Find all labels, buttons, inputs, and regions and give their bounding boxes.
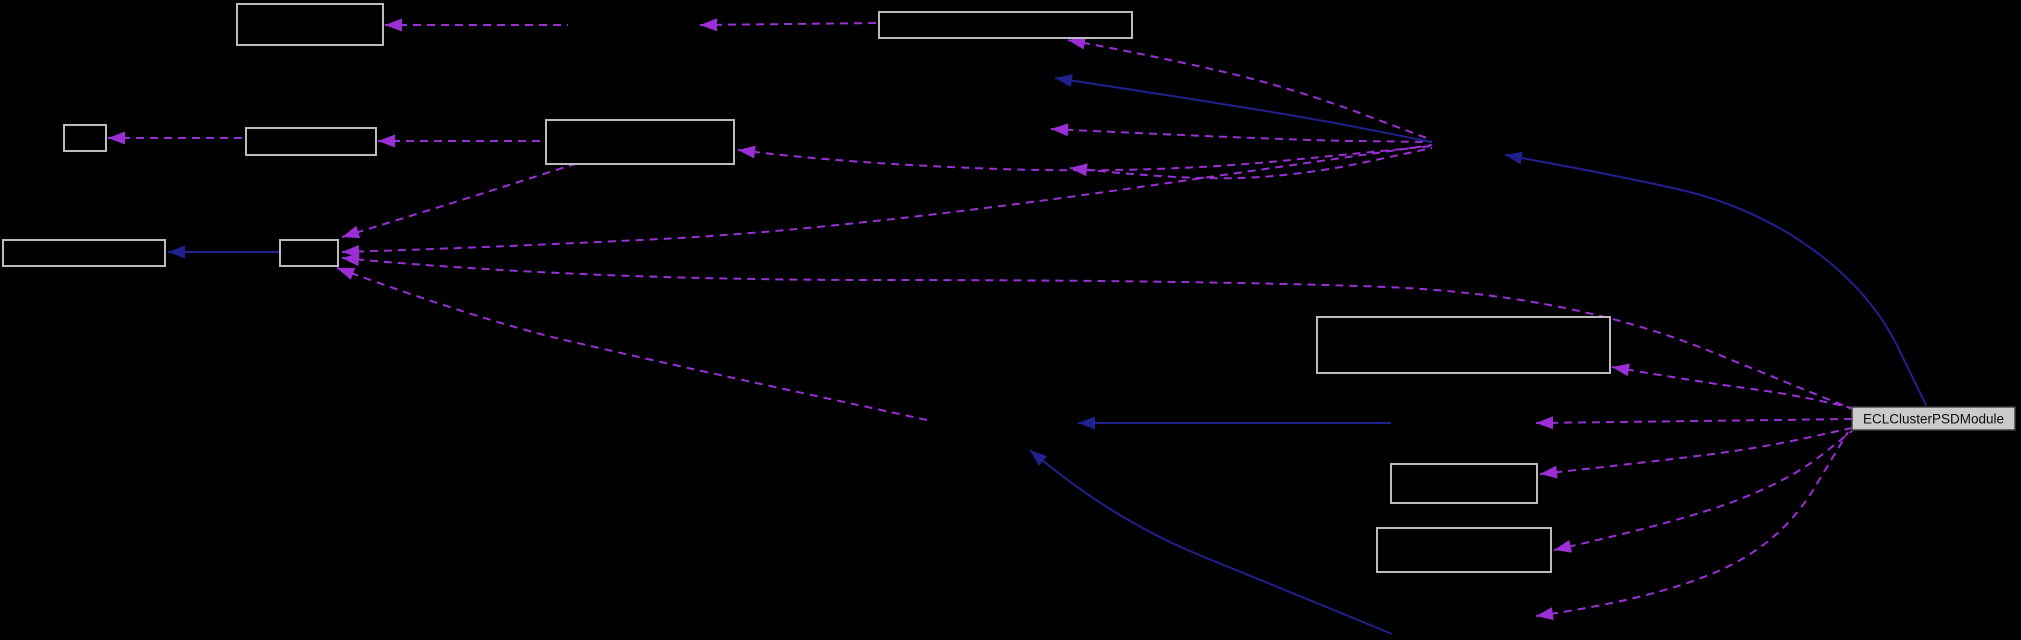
class-node-right-low[interactable] <box>1376 527 1552 573</box>
edge-hub-floating-upper-arrowhead <box>1051 123 1069 137</box>
class-node-right-wide-box[interactable] <box>1316 316 1611 374</box>
edge-from-top-middle-node <box>699 18 880 32</box>
edge-midleft-to-small-arrowhead <box>108 131 125 145</box>
class-node-lower-left[interactable] <box>2 239 166 267</box>
class-node-eclclusterpsdmodule-label: ECLClusterPSDModule <box>1863 411 2004 426</box>
class-node-mid-wide-box[interactable] <box>545 119 735 165</box>
edge-ecl-to-right-wide-arrowhead <box>1612 363 1630 377</box>
edge-midleft-to-small <box>108 131 246 145</box>
class-node-eclclusterpsdmodule-box[interactable] <box>1851 406 2016 431</box>
edge-middle-blue-floating <box>1078 416 1391 430</box>
edge-bottom-blue-curve-arrowhead <box>1030 450 1048 466</box>
class-node-mid-left[interactable] <box>245 127 377 156</box>
edge-midwide-to-midleft <box>378 134 546 148</box>
class-node-eclclusterpsdmodule[interactable]: ECLClusterPSDModule <box>1851 406 2016 431</box>
edge-ecl-to-lowersmall-arrowhead <box>342 253 360 267</box>
class-node-mid-left-box[interactable] <box>245 127 377 156</box>
class-node-lower-left-box[interactable] <box>2 239 166 267</box>
edge-hidden-to-lowersmall-arrowhead <box>337 267 356 280</box>
edge-lowersmall-to-lowerleft-arrowhead <box>168 245 185 259</box>
class-node-top-left[interactable] <box>236 3 384 46</box>
edge-hub-to-midwide <box>737 145 1433 172</box>
edge-ecl-bottom-sweep <box>1535 431 1849 621</box>
edge-hub-blue-floating <box>1054 74 1433 143</box>
class-node-lower-small[interactable] <box>279 239 339 267</box>
class-node-right-low-box[interactable] <box>1376 527 1552 573</box>
edge-ecl-to-right-wide <box>1611 363 1853 409</box>
edge-hub-to-lowersmall <box>341 144 1433 259</box>
edge-hidden-to-lowersmall <box>336 267 928 421</box>
edge-ecl-to-lowersmall <box>341 253 1853 410</box>
class-node-right-wide[interactable] <box>1316 316 1611 374</box>
class-node-top-middle-box[interactable] <box>878 11 1133 39</box>
edge-to-top-left-node <box>385 18 568 32</box>
edge-ecl-big-arc-to-hub <box>1504 151 1927 406</box>
class-node-top-middle[interactable] <box>878 11 1133 39</box>
edge-middle-blue-floating-arrowhead <box>1078 416 1095 430</box>
edge-hub-to-top-middle <box>1067 36 1433 141</box>
class-node-lower-small-box[interactable] <box>279 239 339 267</box>
class-node-small-left[interactable] <box>63 124 107 152</box>
edge-ecl-to-right-mid-arrowhead <box>1540 465 1558 479</box>
edge-hub-floating-upper <box>1050 123 1433 143</box>
edge-bottom-blue-curve <box>1029 449 1393 635</box>
edge-midwide-to-lowersmall-arrowhead <box>342 225 361 239</box>
edge-ecl-to-right-mid <box>1539 427 1853 479</box>
class-node-small-left-box[interactable] <box>63 124 107 152</box>
edge-hub-to-midwide-arrowhead <box>738 145 756 159</box>
edge-to-top-left-node-arrowhead <box>385 18 402 32</box>
edge-ecl-bottom-sweep-arrowhead <box>1536 607 1554 621</box>
class-node-mid-wide[interactable] <box>545 119 735 165</box>
class-node-top-left-box[interactable] <box>236 3 384 46</box>
class-node-right-mid[interactable] <box>1390 463 1538 504</box>
edge-from-top-middle-node-arrowhead <box>700 18 718 32</box>
edge-ecl-to-right-low <box>1553 430 1853 553</box>
edge-hub-blue-floating-arrowhead <box>1055 74 1073 87</box>
edge-hub-floating-lower <box>1069 147 1433 180</box>
edge-hub-to-top-middle-arrowhead <box>1068 36 1086 50</box>
edge-midwide-to-midleft-arrowhead <box>378 134 395 148</box>
edge-hub-floating-lower-arrowhead <box>1070 163 1088 177</box>
edge-midwide-to-lowersmall <box>341 163 576 239</box>
edge-ecl-floating-left <box>1535 416 1853 430</box>
class-node-right-mid-box[interactable] <box>1390 463 1538 504</box>
edge-ecl-floating-left-arrowhead <box>1536 416 1554 430</box>
edge-lowersmall-to-lowerleft <box>168 245 280 259</box>
edge-ecl-to-right-low-arrowhead <box>1554 539 1573 553</box>
edge-ecl-big-arc-to-hub-arrowhead <box>1505 151 1523 165</box>
